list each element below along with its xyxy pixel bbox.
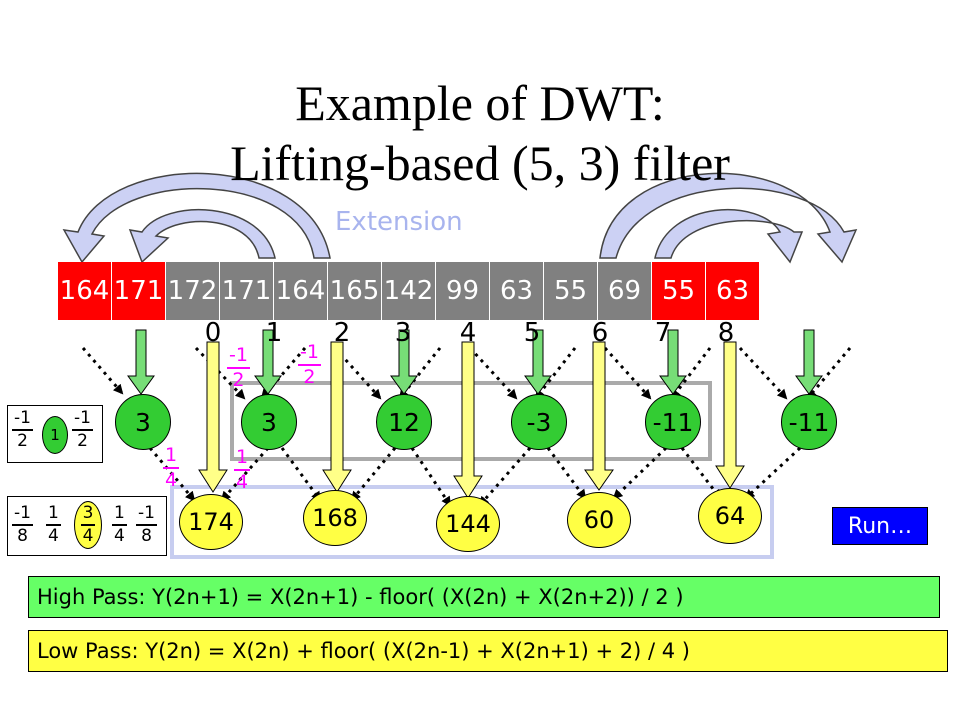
signal-cell-6: 63 (490, 262, 544, 320)
signal-cell-ext-right-1: 55 (652, 262, 706, 320)
signal-cell-ext-left-2: 164 (58, 262, 112, 320)
signal-cell-8: 69 (598, 262, 652, 320)
low-output-node: 60 (567, 492, 631, 548)
high-output-node: -11 (645, 394, 701, 450)
title-line-2: Lifting-based (5, 3) filter (230, 135, 730, 191)
low-pass-formula: Low Pass: Y(2n) = X(2n) + floor( (X(2n-1… (28, 630, 948, 672)
index-label: 2 (333, 318, 351, 348)
signal-cell-3: 165 (328, 262, 382, 320)
index-label: 8 (717, 318, 735, 348)
yellow-arrows (198, 341, 745, 499)
index-label: 5 (523, 318, 541, 348)
signal-cell-7: 55 (544, 262, 598, 320)
index-label: 1 (265, 318, 283, 348)
high-output-node: 3 (115, 394, 171, 450)
high-pass-formula: High Pass: Y(2n+1) = X(2n+1) - floor( (X… (28, 576, 940, 618)
high-output-node: -3 (511, 394, 567, 450)
predict-connections (81, 346, 852, 400)
signal-cell-2: 164 (274, 262, 328, 320)
low-output-node: 144 (436, 496, 500, 552)
signal-cell-5: 99 (436, 262, 490, 320)
high-output-node: 3 (241, 394, 297, 450)
index-label: 4 (459, 318, 477, 348)
signal-cell-4: 142 (382, 262, 436, 320)
high-output-node: -11 (781, 394, 837, 450)
high-output-node: 12 (376, 394, 432, 450)
extension-label: Extension (335, 207, 463, 237)
run-button[interactable]: Run… (832, 507, 928, 545)
index-label: 7 (654, 318, 672, 348)
index-label: 3 (394, 318, 412, 348)
low-output-node: 168 (303, 490, 367, 546)
low-output-node: 64 (698, 488, 762, 544)
update-connections (148, 446, 802, 507)
green-arrows (127, 329, 823, 395)
signal-cell-ext-right-2: 63 (706, 262, 760, 320)
index-label: 0 (204, 318, 222, 348)
title-line-1: Example of DWT: (295, 75, 665, 131)
index-label: 6 (591, 318, 609, 348)
extension-arrows (62, 172, 858, 264)
kernel-center-node: 1 (42, 416, 68, 454)
signal-cell-1: 171 (220, 262, 274, 320)
signal-cell-ext-left-1: 171 (112, 262, 166, 320)
signal-cell-0: 172 (166, 262, 220, 320)
low-output-node: 174 (179, 494, 243, 550)
